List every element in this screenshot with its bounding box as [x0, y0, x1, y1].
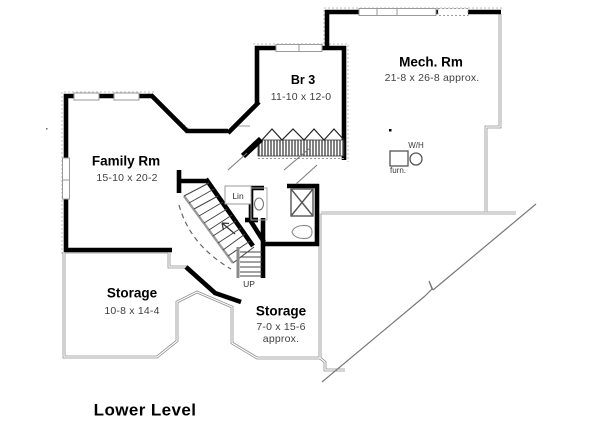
room-label-storage2: Storage [255, 303, 307, 319]
furnace-label: furn. [389, 166, 407, 175]
window-family-top-1 [73, 92, 100, 101]
unexcavated-boundary [321, 203, 537, 383]
room-dims-mech: 21-8 x 26-8 approx. [384, 71, 480, 84]
linen-label: Lin [232, 190, 244, 201]
room-label-storage1: Storage [106, 285, 158, 301]
run-treads [240, 251, 262, 277]
chase-box [290, 188, 314, 217]
water-closet-room [250, 187, 268, 221]
room-label-family: Family Rm [91, 153, 161, 169]
room-dims-storage1: 10-8 x 14-4 [104, 304, 160, 317]
room-label-br3: Br 3 [290, 72, 316, 87]
up-direction-arrow [221, 222, 236, 235]
window-mech-top-2 [437, 8, 469, 16]
stairs-up-label: UP [243, 278, 255, 289]
room-dims-family: 15-10 x 20-2 [96, 171, 158, 184]
closet-rod-zigzag [261, 128, 345, 141]
window-family-top-2 [113, 92, 140, 101]
window-family-left [62, 157, 70, 200]
windows [62, 8, 469, 200]
stair-dashed-rail [178, 204, 232, 270]
floor-drain-dot [389, 129, 392, 132]
water-heater-symbol [409, 152, 423, 166]
door-swings [227, 147, 318, 185]
plan-title: Lower Level [93, 400, 197, 420]
staircase [178, 182, 262, 278]
exterior-walls [63, 9, 501, 305]
mechanical-equipment [46, 128, 423, 167]
water-heater-label: W/H [408, 141, 424, 150]
stair-inner-edge [183, 195, 234, 264]
room-dims-storage2-note: approx. [262, 332, 300, 345]
closet-shelving [238, 125, 345, 159]
stray-dot [46, 128, 48, 130]
room-label-mech: Mech. Rm [399, 54, 463, 70]
break-symbol [424, 280, 434, 297]
laundry-tub [291, 224, 313, 240]
bath-fixtures [250, 187, 314, 240]
closet-wall-wedge [240, 136, 264, 159]
toilet [253, 197, 265, 211]
room-dims-br3: 11-10 x 12-0 [270, 90, 332, 103]
furnace-symbol [389, 150, 409, 167]
room-dims-storage2: 7-0 x 15-6 [256, 320, 306, 333]
